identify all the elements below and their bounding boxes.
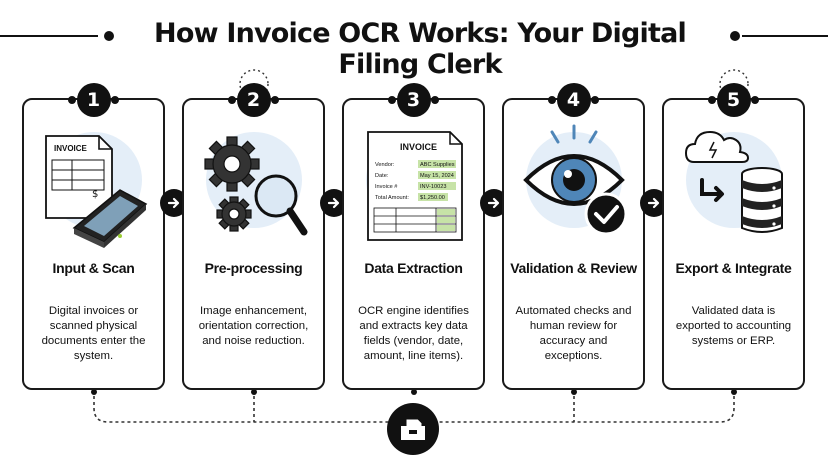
title-rule-left <box>0 35 98 37</box>
step-number-badge: 4 <box>556 83 591 117</box>
archive-box-icon <box>387 403 439 455</box>
step-description: Validated data is exported to accounting… <box>675 305 792 347</box>
step-description: Digital invoices or scanned physical doc… <box>41 305 146 362</box>
step-number-badge: 5 <box>716 83 751 117</box>
cloud-database-icon <box>664 118 803 248</box>
step-connector-dot <box>548 96 556 104</box>
page-title: How Invoice OCR Works: Your Digital Fili… <box>154 18 687 80</box>
svg-text:INVOICE: INVOICE <box>54 144 88 153</box>
step-title: Pre-processing <box>204 260 303 276</box>
step-connector-dot <box>708 96 716 104</box>
svg-text:Total Amount:: Total Amount: <box>375 195 409 201</box>
step-card-1: 1 INVOICE $ Input & Scan Digital invoice… <box>22 83 165 390</box>
step-number-badge: 2 <box>236 83 271 117</box>
step-title: Export & Integrate <box>675 260 792 276</box>
svg-text:ABC Supplies: ABC Supplies <box>420 162 455 168</box>
step-title: Data Extraction <box>364 260 463 276</box>
step-number-badge: 3 <box>396 83 431 117</box>
step-card-3: 3 INVOICE Vendor: Date: Invoice # Total … <box>342 83 485 390</box>
svg-text:May 15, 2024: May 15, 2024 <box>420 173 454 179</box>
step-connector-dot <box>751 96 759 104</box>
step-description: OCR engine identifies and extracts key d… <box>358 305 469 362</box>
step-connector-dot <box>271 96 279 104</box>
svg-text:Date:: Date: <box>375 173 389 179</box>
step-card-2: 2 <box>182 83 325 390</box>
step-title: Validation & Review <box>510 260 637 276</box>
gears-magnifier-icon <box>184 118 323 248</box>
svg-text:Invoice #: Invoice # <box>375 184 398 190</box>
step-title: Input & Scan <box>52 260 135 276</box>
svg-text:INVOICE: INVOICE <box>400 142 437 152</box>
svg-text:INV-10023: INV-10023 <box>420 184 446 190</box>
step-description: Image enhancement, orientation correctio… <box>198 305 309 347</box>
svg-text:Vendor:: Vendor: <box>375 162 395 168</box>
step-connector-dot <box>591 96 599 104</box>
step-connector-dot <box>68 96 76 104</box>
step-card-4: 4 Validation & Review Automated checks a… <box>502 83 645 390</box>
step-card-5: 5 Export & Integrate Validated data is e… <box>662 83 805 390</box>
title-rule-right <box>742 35 828 37</box>
svg-text:$1,250.00: $1,250.00 <box>420 195 445 201</box>
extracted-invoice-icon: INVOICE Vendor: Date: Invoice # Total Am… <box>344 118 483 248</box>
step-connector-dot <box>431 96 439 104</box>
step-description: Automated checks and human review for ac… <box>515 305 632 362</box>
title-dot-right <box>730 31 740 41</box>
title-dot-left <box>104 31 114 41</box>
svg-text:$: $ <box>92 189 98 200</box>
step-connector-dot <box>228 96 236 104</box>
eye-check-icon <box>504 118 643 248</box>
invoice-scanner-icon: INVOICE $ <box>24 118 163 248</box>
title-row: How Invoice OCR Works: Your Digital Fili… <box>0 14 828 80</box>
step-number-badge: 1 <box>76 83 111 117</box>
step-connector-dot <box>111 96 119 104</box>
step-connector-dot <box>388 96 396 104</box>
